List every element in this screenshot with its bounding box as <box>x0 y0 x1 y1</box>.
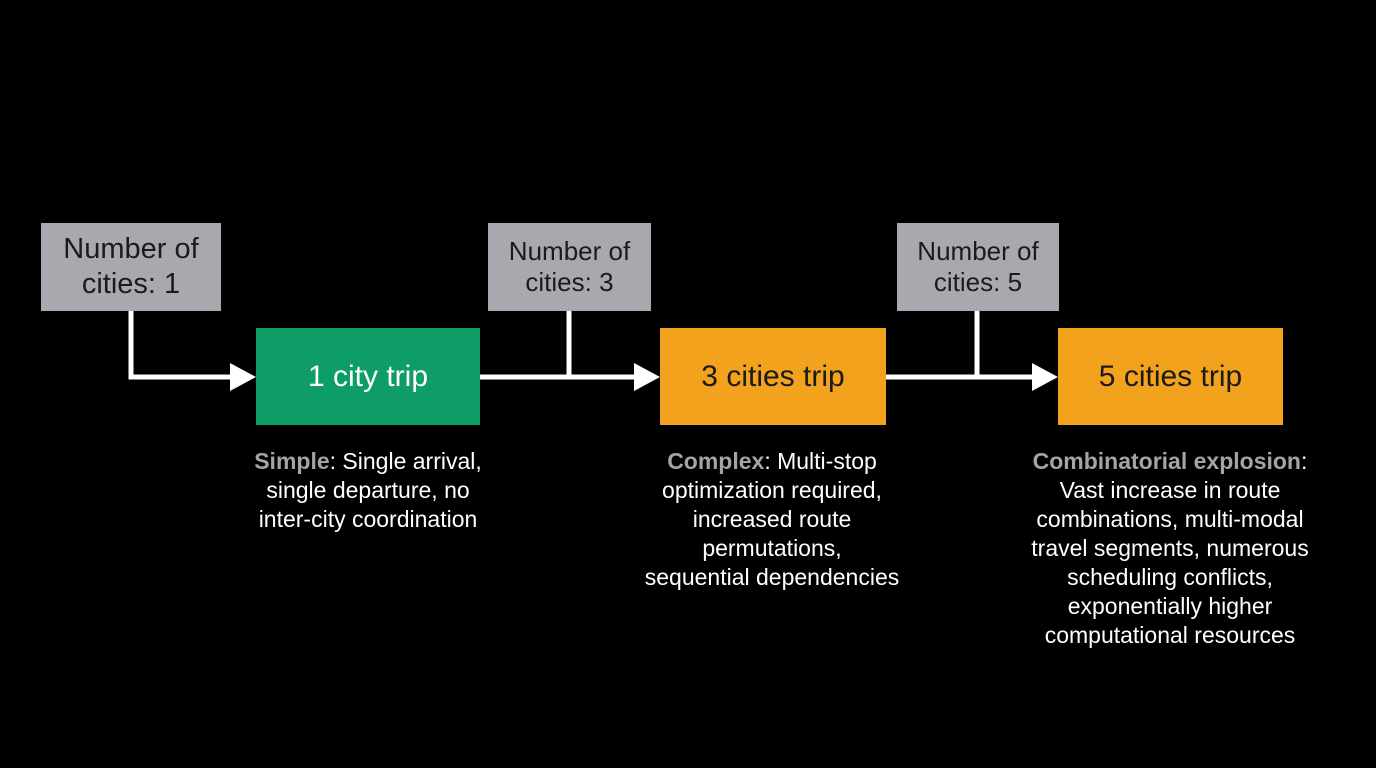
description-line: inter-city coordination <box>258 506 478 532</box>
description-line: sequential dependencies <box>644 564 900 590</box>
description-keyword: Simple <box>254 448 330 474</box>
description-text: : <box>1300 448 1308 474</box>
input-box-line: Number of <box>508 235 631 266</box>
input-box-line: cities: 3 <box>525 267 614 297</box>
input-box-cities-1: Number of cities: 1 <box>41 223 221 311</box>
description-text: : Multi-stop <box>764 448 877 474</box>
trip-box-1-city: 1 city trip <box>256 328 480 425</box>
trip-box-label: 3 cities trip <box>701 359 845 393</box>
input-box-cities-3: Number of cities: 3 <box>488 223 651 311</box>
description-line: combinations, multi-modal <box>1036 506 1304 532</box>
description-line: scheduling conflicts, <box>1067 564 1273 590</box>
description-keyword: Combinatorial explosion <box>1032 448 1301 474</box>
description-line: travel segments, numerous <box>1031 535 1309 561</box>
description-complex: Complex: Multi-stop optimization require… <box>612 447 932 592</box>
trip-box-label: 5 cities trip <box>1098 359 1243 393</box>
description-line: computational resources <box>1044 622 1296 648</box>
input-box-line: Number of <box>917 235 1039 266</box>
description-line: increased route <box>692 506 852 532</box>
input-box-cities-5: Number of cities: 5 <box>897 223 1059 311</box>
input-box-line: cities: 1 <box>81 268 181 300</box>
input-box-line: cities: 5 <box>933 267 1023 297</box>
description-keyword: Complex <box>667 448 765 474</box>
input-box-line: Number of <box>63 233 199 266</box>
trip-box-5-cities: 5 cities trip <box>1058 328 1283 425</box>
connector-input-1-to-trip-1 <box>128 311 232 380</box>
trip-box-label: 1 city trip <box>307 359 429 393</box>
description-line: Complex: Multi-stop <box>612 447 932 476</box>
arrowhead-trip-2 <box>634 363 660 391</box>
description-line: Combinatorial explosion: <box>1004 447 1336 476</box>
description-simple: Simple: Single arrival, single departure… <box>218 447 518 534</box>
arrowhead-trip-3 <box>1032 363 1058 391</box>
description-line: Simple: Single arrival, <box>218 447 518 476</box>
description-line: optimization required, <box>662 477 882 503</box>
description-line: permutations, <box>702 535 842 561</box>
description-line: single departure, no <box>266 477 470 503</box>
description-line: Vast increase in route <box>1059 477 1281 503</box>
description-line: exponentially higher <box>1067 593 1273 619</box>
trip-box-3-cities: 3 cities trip <box>660 328 886 425</box>
description-combinatorial: Combinatorial explosion: Vast increase i… <box>1004 447 1336 650</box>
arrowhead-trip-1 <box>230 363 256 391</box>
description-text: : Single arrival, <box>329 448 482 474</box>
